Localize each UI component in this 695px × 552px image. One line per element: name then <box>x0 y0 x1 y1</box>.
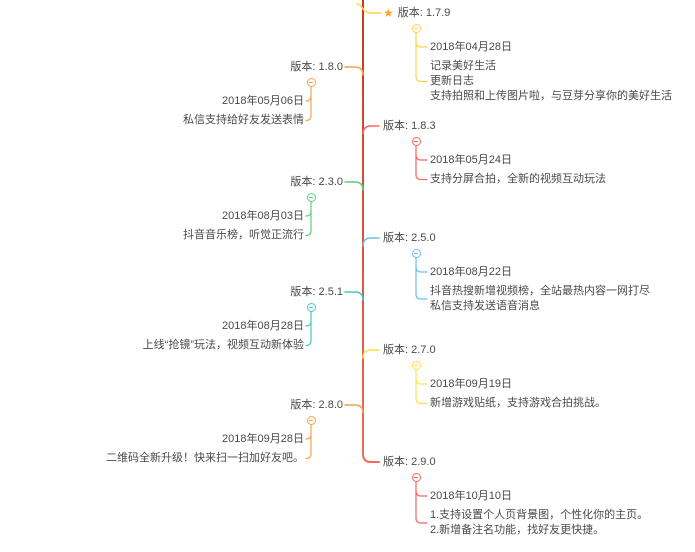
version-label: 版本: 1.7.9 <box>397 7 451 19</box>
version-label: 版本: 1.8.0 <box>290 61 343 73</box>
date-node[interactable]: 2018年08月22日 <box>430 266 512 278</box>
date-connector-1.8.3 <box>415 154 428 161</box>
description-node[interactable]: 新增游戏贴纸，支持游戏合拍挑战。 <box>430 396 606 411</box>
date-connector-2.3.0 <box>305 210 312 217</box>
collapse-button-1.8.0[interactable] <box>306 77 316 87</box>
desc-connector-1.7.9 <box>415 75 428 83</box>
collapse-button-2.5.0[interactable] <box>411 248 421 258</box>
desc-line: 2.新增备注名功能，找好友更快捷。 <box>430 524 605 536</box>
date-node[interactable]: 2018年08月28日 <box>222 320 304 332</box>
description-node[interactable]: 私信支持给好友发送表情 <box>183 113 304 128</box>
date-connector-1.7.9 <box>415 41 428 48</box>
version-node-2.3.0[interactable]: 版本: 2.3.0 <box>290 174 343 190</box>
desc-line: 1.支持设置个人页背景图，个性化你的主页。 <box>430 509 649 521</box>
minus-icon <box>414 27 418 29</box>
collapse-button-2.7.0[interactable] <box>411 360 421 370</box>
version-node-2.5.0[interactable]: 版本: 2.5.0 <box>383 230 436 246</box>
desc-connector-2.5.0 <box>415 293 428 300</box>
minus-icon <box>414 140 418 142</box>
version-label: 版本: 2.5.1 <box>290 286 343 298</box>
branch-line-1.7.9 <box>356 3 382 14</box>
date-node[interactable]: 2018年04月28日 <box>430 41 512 53</box>
collapse-button-1.7.9[interactable] <box>411 23 421 33</box>
version-node-2.7.0[interactable]: 版本: 2.7.0 <box>383 342 436 358</box>
version-node-1.8.3[interactable]: 版本: 1.8.3 <box>383 118 436 134</box>
minus-icon <box>414 364 418 366</box>
description-node[interactable]: 记录美好生活更新日志支持拍照和上传图片啦，与豆芽分享你的美好生活 <box>430 59 672 104</box>
description-node[interactable]: 二维码全新升级！快来扫一扫加好友吧。 <box>106 451 304 466</box>
branch-line-2.5.1 <box>344 291 364 301</box>
desc-connector-1.8.0 <box>305 114 312 122</box>
minus-icon <box>309 196 313 198</box>
desc-line: 上线“抢镜”玩法，视频互动新体验 <box>142 339 304 351</box>
version-label: 版本: 2.3.0 <box>290 176 343 188</box>
date-node[interactable]: 2018年09月19日 <box>430 378 512 390</box>
description-node[interactable]: 上线“抢镜”玩法，视频互动新体验 <box>143 338 304 353</box>
version-node-2.9.0[interactable]: 版本: 2.9.0 <box>383 454 436 470</box>
date-node[interactable]: 2018年09月28日 <box>222 433 304 445</box>
version-node-1.7.9[interactable]: ★版本: 1.7.9 <box>383 5 450 21</box>
version-node-2.5.1[interactable]: 版本: 2.5.1 <box>290 284 343 300</box>
desc-line: 更新日志 <box>430 75 474 87</box>
minus-icon <box>309 306 313 308</box>
date-node[interactable]: 2018年05月24日 <box>430 154 512 166</box>
collapse-button-2.9.0[interactable] <box>411 472 421 482</box>
desc-connector-2.7.0 <box>415 397 428 405</box>
description-node[interactable]: 支持分屏合拍，全新的视频互动玩法 <box>430 172 606 187</box>
description-node[interactable]: 1.支持设置个人页背景图，个性化你的主页。 2.新增备注名功能，找好友更快捷。 <box>430 508 648 538</box>
desc-line: 抖音音乐榜，听觉正流行 <box>183 229 304 241</box>
branch-line-2.8.0 <box>344 404 364 414</box>
desc-line: 二维码全新升级！快来扫一扫加好友吧。 <box>106 452 304 464</box>
desc-line: 私信支持给好友发送表情 <box>183 114 304 126</box>
date-connector-2.5.0 <box>415 266 428 273</box>
date-connector-1.8.0 <box>305 95 312 102</box>
desc-connector-2.8.0 <box>305 452 312 460</box>
date-connector-2.5.1 <box>305 320 312 327</box>
desc-connector-1.8.3 <box>415 173 428 181</box>
minus-icon <box>414 476 418 478</box>
desc-line: 支持拍照和上传图片啦，与豆芽分享你的美好生活 <box>430 90 672 102</box>
version-node-1.8.0[interactable]: 版本: 1.8.0 <box>290 59 343 75</box>
minus-icon <box>309 419 313 421</box>
branch-line-1.8.0 <box>344 66 364 76</box>
version-label: 版本: 2.5.0 <box>383 232 436 244</box>
collapse-button-1.8.3[interactable] <box>411 136 421 146</box>
description-node[interactable]: 抖音音乐榜，听觉正流行 <box>183 228 304 243</box>
collapse-button-2.5.1[interactable] <box>306 302 316 312</box>
version-label: 版本: 2.8.0 <box>290 399 343 411</box>
version-node-2.8.0[interactable]: 版本: 2.8.0 <box>290 397 343 413</box>
date-connector-2.9.0 <box>415 490 428 497</box>
desc-line: 记录美好生活 <box>430 60 496 72</box>
date-node[interactable]: 2018年08月03日 <box>222 210 304 222</box>
desc-line: 新增游戏贴纸，支持游戏合拍挑战。 <box>430 397 606 409</box>
version-label: 版本: 1.8.3 <box>383 120 436 132</box>
date-connector-2.8.0 <box>305 433 312 440</box>
branch-line-2.3.0 <box>344 181 364 191</box>
desc-line: 抖音热搜新增视频榜，全站最热内容一网打尽 <box>430 285 650 297</box>
minus-icon <box>414 252 418 254</box>
trunk-line <box>362 0 380 463</box>
collapse-button-2.3.0[interactable] <box>306 192 316 202</box>
version-label: 版本: 2.7.0 <box>383 344 436 356</box>
priority-star-icon: ★ <box>383 6 394 20</box>
desc-connector-2.9.0 <box>415 517 428 524</box>
desc-connector-2.3.0 <box>305 229 312 237</box>
desc-line: 私信支持发送语音消息 <box>430 300 540 312</box>
branch-line-1.8.3 <box>362 125 380 135</box>
desc-connector-2.5.1 <box>305 339 312 347</box>
date-connector-2.7.0 <box>415 378 428 385</box>
desc-line: 支持分屏合拍，全新的视频互动玩法 <box>430 173 606 185</box>
date-node[interactable]: 2018年05月06日 <box>222 95 304 107</box>
date-node[interactable]: 2018年10月10日 <box>430 490 512 502</box>
collapse-button-2.8.0[interactable] <box>306 415 316 425</box>
minus-icon <box>309 81 313 83</box>
description-node[interactable]: 抖音热搜新增视频榜，全站最热内容一网打尽私信支持发送语音消息 <box>430 284 650 314</box>
branch-line-2.5.0 <box>362 237 380 247</box>
version-label: 版本: 2.9.0 <box>383 456 436 468</box>
branch-line-2.7.0 <box>362 349 380 359</box>
